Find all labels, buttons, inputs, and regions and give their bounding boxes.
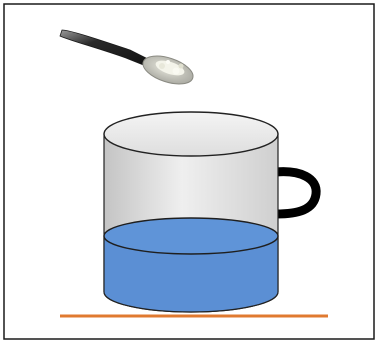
water-icon [104, 218, 278, 312]
cup-icon [104, 112, 278, 312]
liquid-surface [104, 218, 278, 254]
cup-rim [104, 112, 278, 156]
